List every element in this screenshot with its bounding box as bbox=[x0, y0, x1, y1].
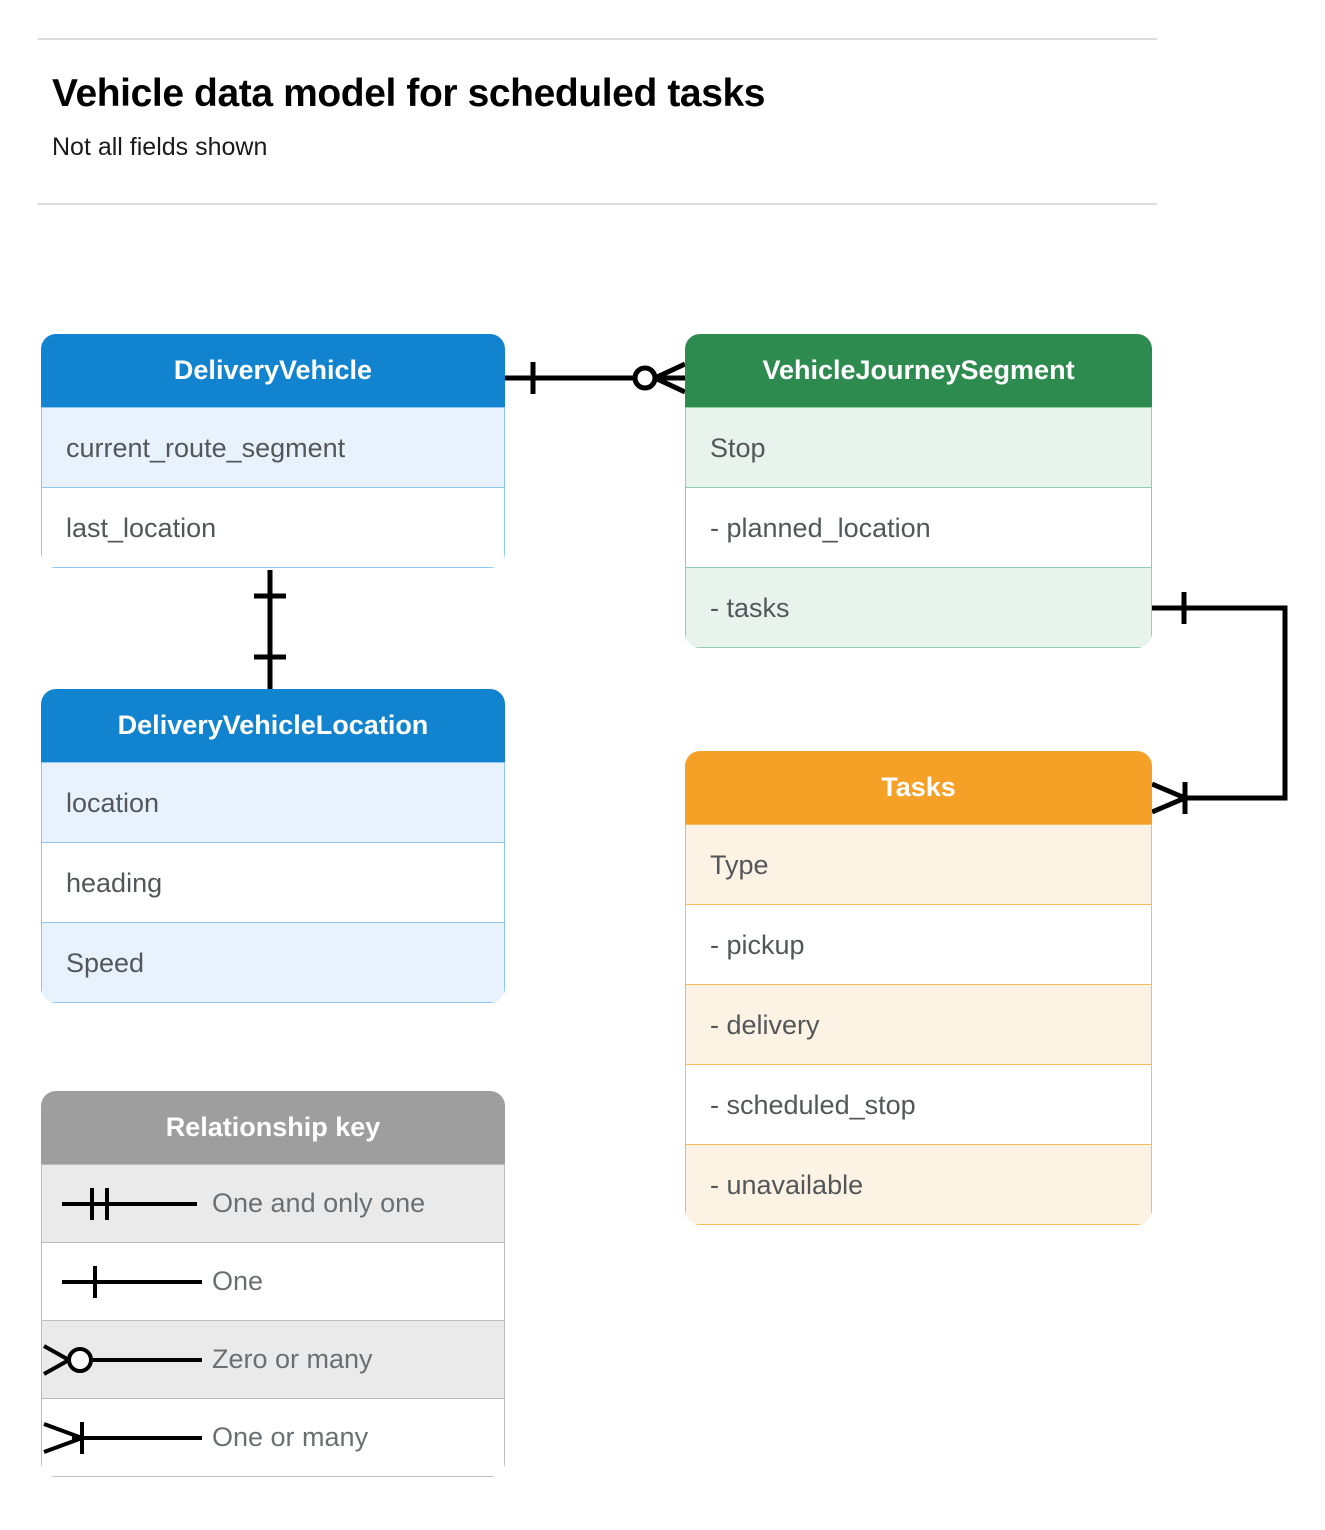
connector-vehiclejourneysegment-tasks bbox=[1151, 592, 1288, 815]
entity-vehicle-journey-segment-fields: Stop - planned_location - tasks bbox=[685, 407, 1152, 648]
entity-delivery-vehicle-fields: current_route_segment last_location bbox=[41, 407, 505, 568]
field-row[interactable]: - pickup bbox=[686, 904, 1151, 984]
field-row[interactable]: location bbox=[42, 762, 504, 842]
page-title: Vehicle data model for scheduled tasks bbox=[52, 72, 766, 115]
entity-vehicle-journey-segment[interactable]: VehicleJourneySegment Stop - planned_loc… bbox=[685, 334, 1152, 648]
field-row[interactable]: - planned_location bbox=[686, 487, 1151, 567]
legend-item: One and only one bbox=[42, 1164, 504, 1242]
header-divider-bottom bbox=[38, 203, 1157, 205]
entity-delivery-vehicle[interactable]: DeliveryVehicle current_route_segment la… bbox=[41, 334, 505, 568]
field-row[interactable]: Speed bbox=[42, 922, 504, 1002]
legend-item-label: One or many bbox=[212, 1422, 369, 1452]
connector-deliveryvehicle-deliveryvehiclelocation bbox=[254, 570, 286, 689]
header-divider-top bbox=[38, 38, 1157, 40]
field-row[interactable]: heading bbox=[42, 842, 504, 922]
field-row[interactable]: current_route_segment bbox=[42, 407, 504, 487]
zero-or-many-symbol bbox=[43, 1343, 202, 1376]
legend-item-label: One and only one bbox=[212, 1188, 426, 1218]
field-row[interactable]: Stop bbox=[686, 407, 1151, 487]
legend-item-label: One bbox=[212, 1266, 264, 1296]
field-row[interactable]: - unavailable bbox=[686, 1144, 1151, 1224]
page-subtitle: Not all fields shown bbox=[52, 133, 268, 161]
field-row[interactable]: last_location bbox=[42, 487, 504, 567]
one-and-only-one-symbol bbox=[62, 1187, 197, 1220]
one-symbol bbox=[62, 1265, 202, 1298]
entity-vehicle-journey-segment-title: VehicleJourneySegment bbox=[685, 334, 1152, 407]
field-row[interactable]: - scheduled_stop bbox=[686, 1064, 1151, 1144]
entity-delivery-vehicle-location-title: DeliveryVehicleLocation bbox=[41, 689, 505, 762]
connector-deliveryvehicle-vehiclejourneysegment bbox=[505, 361, 687, 395]
field-row[interactable]: - delivery bbox=[686, 984, 1151, 1064]
entity-delivery-vehicle-title: DeliveryVehicle bbox=[41, 334, 505, 407]
legend-item: One or many bbox=[42, 1398, 504, 1476]
field-row[interactable]: Type bbox=[686, 824, 1151, 904]
entity-tasks-fields: Type - pickup - delivery - scheduled_sto… bbox=[685, 824, 1152, 1225]
entity-delivery-vehicle-location-fields: location heading Speed bbox=[41, 762, 505, 1003]
legend-item: Zero or many bbox=[42, 1320, 504, 1398]
legend-item-label: Zero or many bbox=[212, 1344, 373, 1374]
one-or-many-symbol bbox=[43, 1421, 202, 1454]
legend-title: Relationship key bbox=[41, 1091, 505, 1164]
field-row[interactable]: - tasks bbox=[686, 567, 1151, 647]
entity-tasks-title: Tasks bbox=[685, 751, 1152, 824]
legend-item: One bbox=[42, 1242, 504, 1320]
legend-rows: One and only one One Zero or many bbox=[41, 1164, 505, 1477]
entity-tasks[interactable]: Tasks Type - pickup - delivery - schedul… bbox=[685, 751, 1152, 1225]
entity-delivery-vehicle-location[interactable]: DeliveryVehicleLocation location heading… bbox=[41, 689, 505, 1003]
legend-relationship-key: Relationship key One and only one One bbox=[41, 1091, 505, 1477]
